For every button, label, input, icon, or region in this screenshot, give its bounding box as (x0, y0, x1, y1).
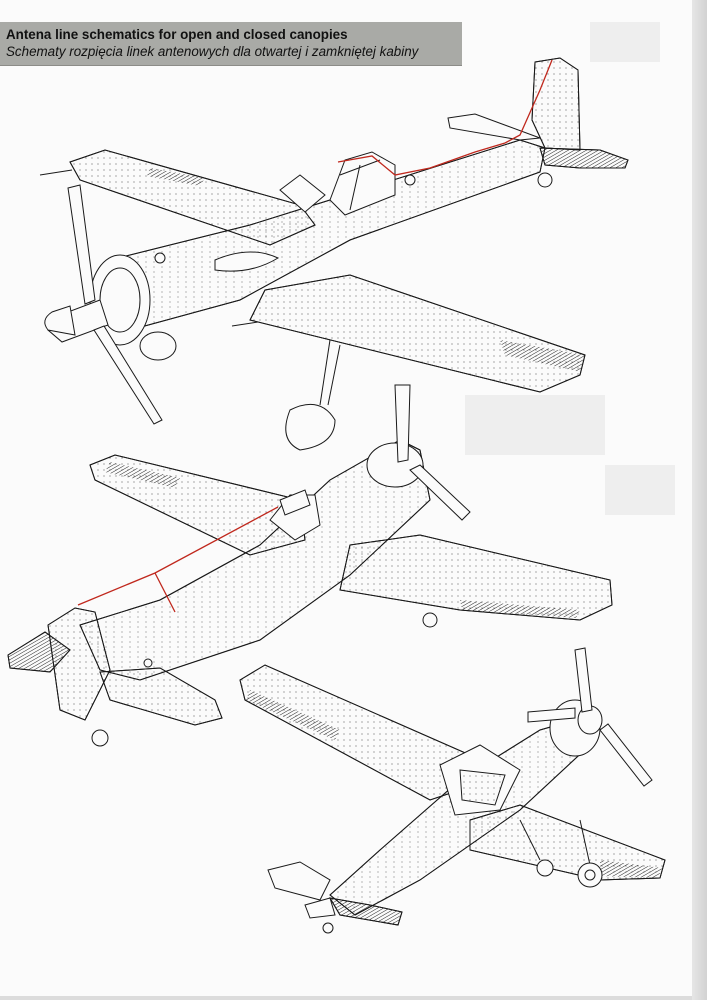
show-through-panel-mid (465, 395, 605, 455)
antenna-line-closed-canopy (337, 59, 553, 176)
aircraft-underside-view (239, 647, 666, 934)
antenna-line-mast-drop (154, 572, 176, 613)
header-title-polish: Schematy rozpięcia linek antenowych dla … (6, 44, 419, 59)
show-through-panel-low (605, 465, 675, 515)
show-through-panel-top (590, 22, 660, 62)
header-title-english: Antena line schematics for open and clos… (6, 27, 348, 42)
aircraft-top-view-closed-canopy (39, 57, 629, 451)
aircraft-top-rear-view-open-canopy (7, 384, 613, 747)
page-edge-shadow (692, 0, 707, 1000)
section-header: Antena line schematics for open and clos… (0, 22, 462, 66)
